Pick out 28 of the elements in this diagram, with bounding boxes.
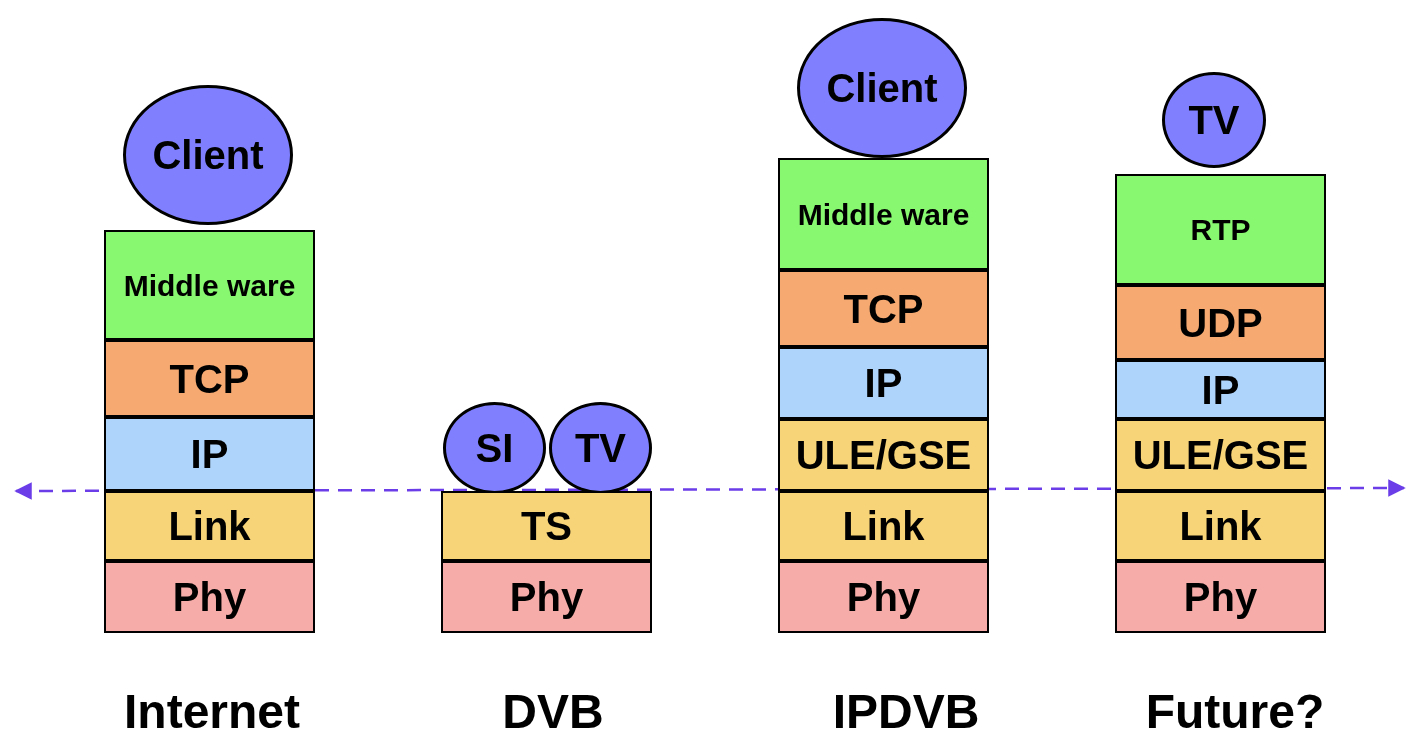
stack-title: Internet — [123, 684, 301, 734]
protocol-layer: TCP — [104, 340, 315, 417]
protocol-circle: TV — [1162, 72, 1266, 168]
protocol-layer: IP — [104, 417, 315, 491]
protocol-circle: SI — [443, 402, 546, 494]
protocol-layer: Phy — [1115, 561, 1326, 633]
protocol-layer: Link — [1115, 491, 1326, 561]
protocol-layer: Middle ware — [778, 158, 989, 270]
stack-title: DVB — [501, 684, 605, 734]
protocol-layer: TS — [441, 491, 652, 561]
protocol-layer: RTP — [1115, 174, 1326, 285]
protocol-circle: TV — [549, 402, 652, 494]
protocol-layer: Phy — [104, 561, 315, 633]
protocol-layer: IP — [1115, 360, 1326, 419]
protocol-layer: Phy — [441, 561, 652, 633]
protocol-layer: TCP — [778, 270, 989, 347]
protocol-layer: Link — [104, 491, 315, 561]
protocol-layer: IP — [778, 347, 989, 419]
protocol-layer: ULE/GSE — [778, 419, 989, 491]
protocol-layer: ULE/GSE — [1115, 419, 1326, 491]
protocol-layer: Link — [778, 491, 989, 561]
protocol-layer: UDP — [1115, 285, 1326, 360]
protocol-layer: Phy — [778, 561, 989, 633]
protocol-circle: Client — [123, 85, 293, 225]
stack-title: Future? — [1144, 684, 1326, 734]
protocol-circle: Client — [797, 18, 967, 158]
stack-title: IPDVB — [831, 684, 981, 734]
protocol-layer: Middle ware — [104, 230, 315, 340]
